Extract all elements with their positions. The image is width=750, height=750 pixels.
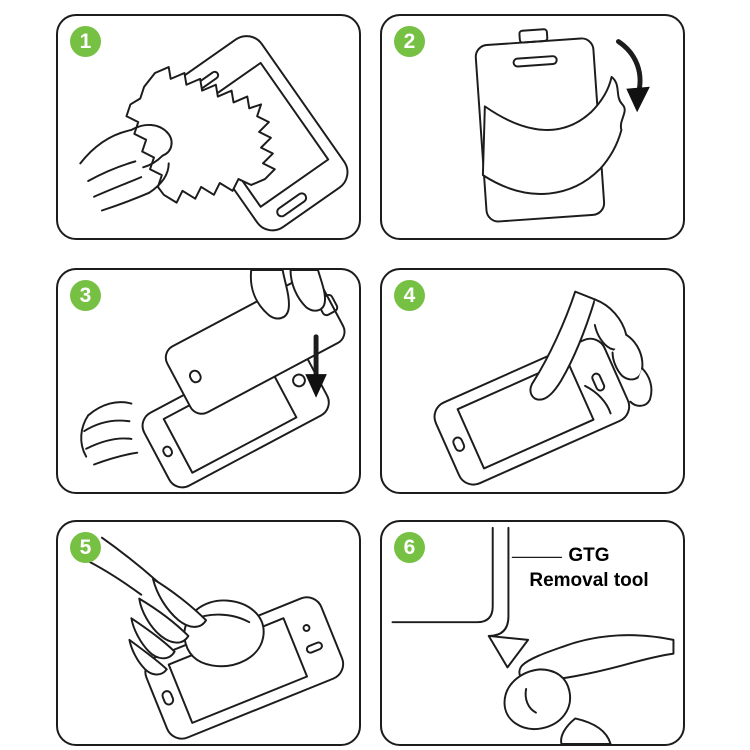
step-panel-4: 4	[380, 268, 685, 494]
removal-tool-label-line1: GTG	[568, 545, 610, 566]
step-number-badge: 2	[394, 26, 425, 57]
step-number-badge: 3	[70, 280, 101, 311]
pressing-hand-icon	[529, 290, 653, 415]
removal-tool-icon	[487, 634, 530, 669]
removal-tool-label-line2: Removal tool	[529, 569, 649, 591]
removal-tool-illustration	[391, 526, 675, 744]
cleaning-cloth-icon	[183, 599, 265, 668]
step-panel-2: 2	[380, 14, 685, 240]
press-screen-illustration	[433, 290, 653, 486]
pinching-hand-icon	[503, 634, 675, 744]
step-number: 4	[403, 284, 416, 307]
curved-down-arrow-icon	[615, 39, 650, 113]
step-number: 5	[79, 536, 92, 559]
removal-tool-label: GTG Removal tool	[503, 544, 675, 593]
peeling-film-icon	[481, 75, 626, 195]
tempered-glass-icon	[164, 274, 346, 415]
wipe-screen-illustration	[79, 35, 349, 232]
step-number-badge: 6	[394, 532, 425, 563]
down-arrow-icon	[305, 334, 327, 398]
left-hand-icon	[80, 401, 139, 466]
step-panel-6: 6 GTG Removal tool	[380, 520, 685, 746]
step-panel-1: 1	[56, 14, 361, 240]
step-panel-3: 3	[56, 268, 361, 494]
step-number: 1	[79, 30, 92, 53]
cleaning-cloth-icon	[125, 66, 276, 204]
step-panel-5: 5	[56, 520, 361, 746]
step-number: 6	[403, 536, 416, 559]
phone-outline-icon	[433, 337, 631, 486]
step-number-badge: 5	[70, 532, 101, 563]
step-number-badge: 4	[394, 280, 425, 311]
peel-film-illustration	[474, 28, 650, 223]
hand-icon	[79, 124, 173, 212]
align-glass-illustration	[80, 270, 346, 489]
holding-fingers-icon	[249, 270, 326, 320]
step-number-badge: 1	[70, 26, 101, 57]
step-number: 2	[403, 30, 416, 53]
smooth-surface-illustration	[75, 536, 345, 740]
step-number: 3	[79, 284, 92, 307]
